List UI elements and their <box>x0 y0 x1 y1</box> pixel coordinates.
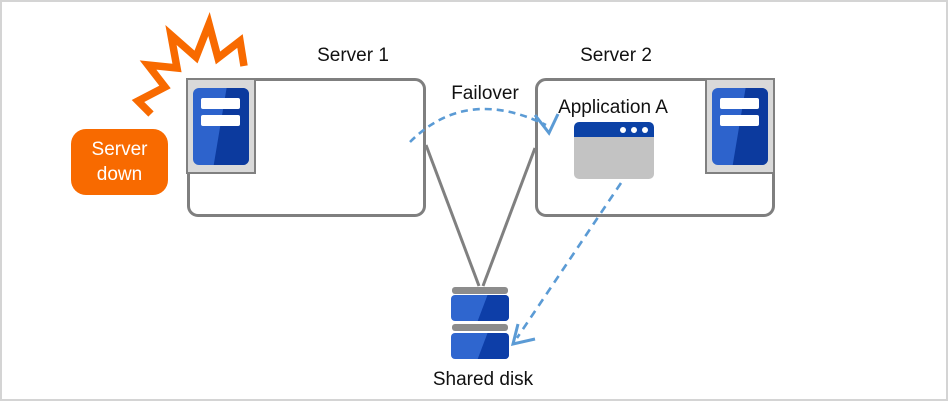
shared-disk-icon <box>451 287 509 359</box>
connector-server2-disk <box>481 147 537 287</box>
window-dot-icon <box>620 126 626 133</box>
failover-arrow <box>409 107 547 143</box>
server-icon-panel <box>712 88 768 165</box>
app-window-icon <box>574 122 654 179</box>
disk-band <box>452 287 508 294</box>
app-to-disk-arrowhead-icon <box>510 323 536 347</box>
shared-disk-label: Shared disk <box>432 369 534 390</box>
server2-icon <box>705 78 775 174</box>
window-dot-icon <box>642 126 648 133</box>
server-icon-slot <box>201 115 240 126</box>
server-icon-slot <box>720 115 759 126</box>
disk-band <box>452 324 508 331</box>
server-down-label-line2: down <box>96 164 143 185</box>
server-down-label-line1: Server <box>91 139 148 160</box>
server1-icon <box>186 78 256 174</box>
application-label: Application A <box>558 97 668 118</box>
disk-unit <box>451 333 509 359</box>
connector-server1-disk <box>424 144 481 287</box>
server2-label: Server 2 <box>580 45 652 66</box>
server1-label: Server 1 <box>317 45 389 66</box>
server-down-badge: Server down <box>71 129 168 195</box>
disk-unit <box>451 295 509 321</box>
server-icon-slot <box>201 98 240 109</box>
server-icon-panel <box>193 88 249 165</box>
window-dot-icon <box>631 126 637 133</box>
app-window-body <box>574 137 654 179</box>
server-icon-slot <box>720 98 759 109</box>
app-window-titlebar <box>574 122 654 137</box>
failover-label: Failover <box>451 83 519 104</box>
